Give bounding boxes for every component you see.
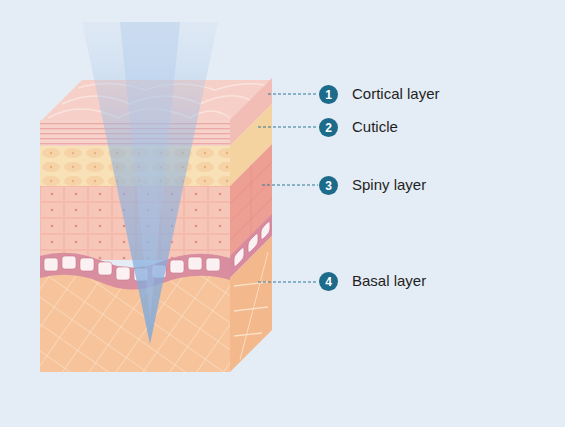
light-beam-core (120, 22, 180, 320)
layer-label: Basal layer (352, 272, 426, 290)
callout-number: 4 (319, 272, 338, 291)
layer-label: Cuticle (352, 118, 398, 136)
light-beam (82, 22, 218, 344)
callout-text: 2 (325, 122, 332, 134)
callout-number: 2 (319, 118, 338, 137)
callout-text: 3 (325, 180, 332, 192)
callout-text: 1 (325, 89, 332, 101)
layer-label: Spiny layer (352, 176, 426, 194)
leader-lines (258, 94, 318, 282)
basal-cells (44, 256, 220, 281)
callout-number: 3 (319, 176, 338, 195)
callout-number: 1 (319, 85, 338, 104)
callout-text: 4 (325, 276, 332, 288)
layer-label: Cortical layer (352, 85, 440, 103)
side-face (230, 78, 272, 372)
